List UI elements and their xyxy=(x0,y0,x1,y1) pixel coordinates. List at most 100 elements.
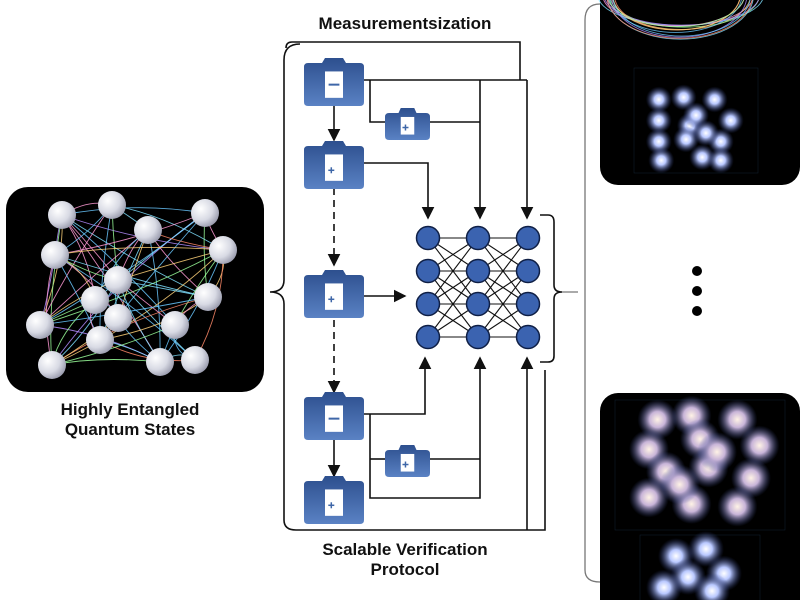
entanglement-line xyxy=(54,254,209,298)
glow-point xyxy=(739,425,780,466)
qubit-sphere xyxy=(81,286,109,314)
glow-point xyxy=(645,128,672,155)
output-bracket xyxy=(562,3,601,583)
qubit-sphere xyxy=(104,304,132,332)
qubit-sphere xyxy=(194,283,222,311)
orbit-path xyxy=(609,0,742,33)
measurement-grid-bottom xyxy=(614,395,786,600)
network-nodes xyxy=(415,225,541,350)
glow-point xyxy=(697,432,737,472)
entangled-states-caption: Highly Entangled Quantum States xyxy=(20,400,240,441)
qubit-sphere xyxy=(98,191,126,219)
glow-point xyxy=(648,147,675,174)
protocol-caption-line2: Protocol xyxy=(370,560,440,580)
protocol-caption: Scalable Verification Protocol xyxy=(290,540,520,581)
entanglement-line xyxy=(39,249,224,326)
qubit-sphere xyxy=(26,311,54,339)
plus-icon xyxy=(328,502,335,509)
qubit-sphere xyxy=(191,199,219,227)
entanglement-line xyxy=(50,214,63,366)
orbit-path xyxy=(608,0,744,27)
network-edge xyxy=(427,270,479,338)
plus-icon xyxy=(402,461,409,468)
network-node xyxy=(415,258,441,284)
qubit-sphere xyxy=(134,216,162,244)
orbit-path xyxy=(607,0,754,40)
entangled-caption-line2: Quantum States xyxy=(64,420,196,440)
network-edge xyxy=(427,237,479,305)
network-node xyxy=(515,225,541,251)
left-outer-bracket xyxy=(269,43,546,531)
output-panel-top xyxy=(598,0,800,185)
orbit-path xyxy=(610,0,759,28)
ellipsis-icon xyxy=(692,266,702,316)
document-icon xyxy=(325,154,343,181)
orbit-path xyxy=(612,0,751,37)
document-icon xyxy=(400,116,415,135)
network-node xyxy=(465,291,491,317)
qubit-sphere xyxy=(86,326,114,354)
entanglement-line xyxy=(51,324,176,366)
glow-point xyxy=(645,86,672,113)
document-icon xyxy=(325,489,343,516)
side-block-s1 xyxy=(385,108,430,140)
measurement-block-m2 xyxy=(304,141,364,189)
measurement-grid-top xyxy=(633,67,759,174)
grid-frame xyxy=(633,67,759,174)
entangled-states-panel xyxy=(6,187,264,392)
network-edge xyxy=(477,237,529,305)
entanglement-line xyxy=(54,212,206,256)
glow-point xyxy=(701,86,728,113)
qubit-sphere xyxy=(209,236,237,264)
qubit-sphere xyxy=(41,241,69,269)
qubit-sphere xyxy=(161,311,189,339)
output-brace xyxy=(540,214,563,363)
glow-point xyxy=(694,573,730,600)
network-edge xyxy=(477,270,529,338)
qubit-sphere xyxy=(181,346,209,374)
measurements-title: Measurementsization xyxy=(318,14,492,33)
entanglement-line xyxy=(61,214,209,298)
glow-point xyxy=(629,477,669,518)
network-node xyxy=(515,324,541,350)
qubit-sphere xyxy=(104,266,132,294)
entanglement-line xyxy=(54,247,224,256)
measurement-blocks xyxy=(304,58,430,524)
plus-icon xyxy=(328,167,335,174)
orbit-path xyxy=(604,0,759,26)
glow-point xyxy=(717,486,758,527)
measurement-block-m3 xyxy=(304,270,364,318)
network-node xyxy=(465,225,491,251)
measurement-block-m1 xyxy=(304,58,364,106)
side-block-s2 xyxy=(385,445,430,477)
network-node xyxy=(465,324,491,350)
entanglement-line xyxy=(51,249,224,366)
connector-lines xyxy=(327,79,534,530)
measurement-block-m5 xyxy=(304,476,364,524)
left-brace xyxy=(285,41,521,80)
entanglement-line xyxy=(61,207,206,216)
document-icon xyxy=(400,453,415,472)
glow-point xyxy=(717,399,758,440)
plus-icon xyxy=(328,296,335,303)
qubit-spheres xyxy=(26,191,237,379)
entangled-caption-line1: Highly Entangled xyxy=(60,400,200,419)
orbit-path xyxy=(612,0,740,31)
network-edges xyxy=(427,237,529,338)
glow-point xyxy=(692,120,719,147)
orbit-visualization xyxy=(598,0,763,40)
document-icon xyxy=(325,283,343,310)
qubit-sphere xyxy=(146,348,174,376)
qubit-sphere xyxy=(48,201,76,229)
qubit-sphere xyxy=(38,351,66,379)
measurement-block-m4 xyxy=(304,392,364,440)
output-panel-bottom xyxy=(600,393,800,600)
network-node xyxy=(415,225,441,251)
glow-point xyxy=(646,569,682,600)
glow-point xyxy=(707,147,734,174)
network-node xyxy=(415,324,441,350)
network-node xyxy=(515,258,541,284)
glow-point xyxy=(717,107,744,134)
protocol-caption-line1: Scalable Verification xyxy=(322,540,488,559)
